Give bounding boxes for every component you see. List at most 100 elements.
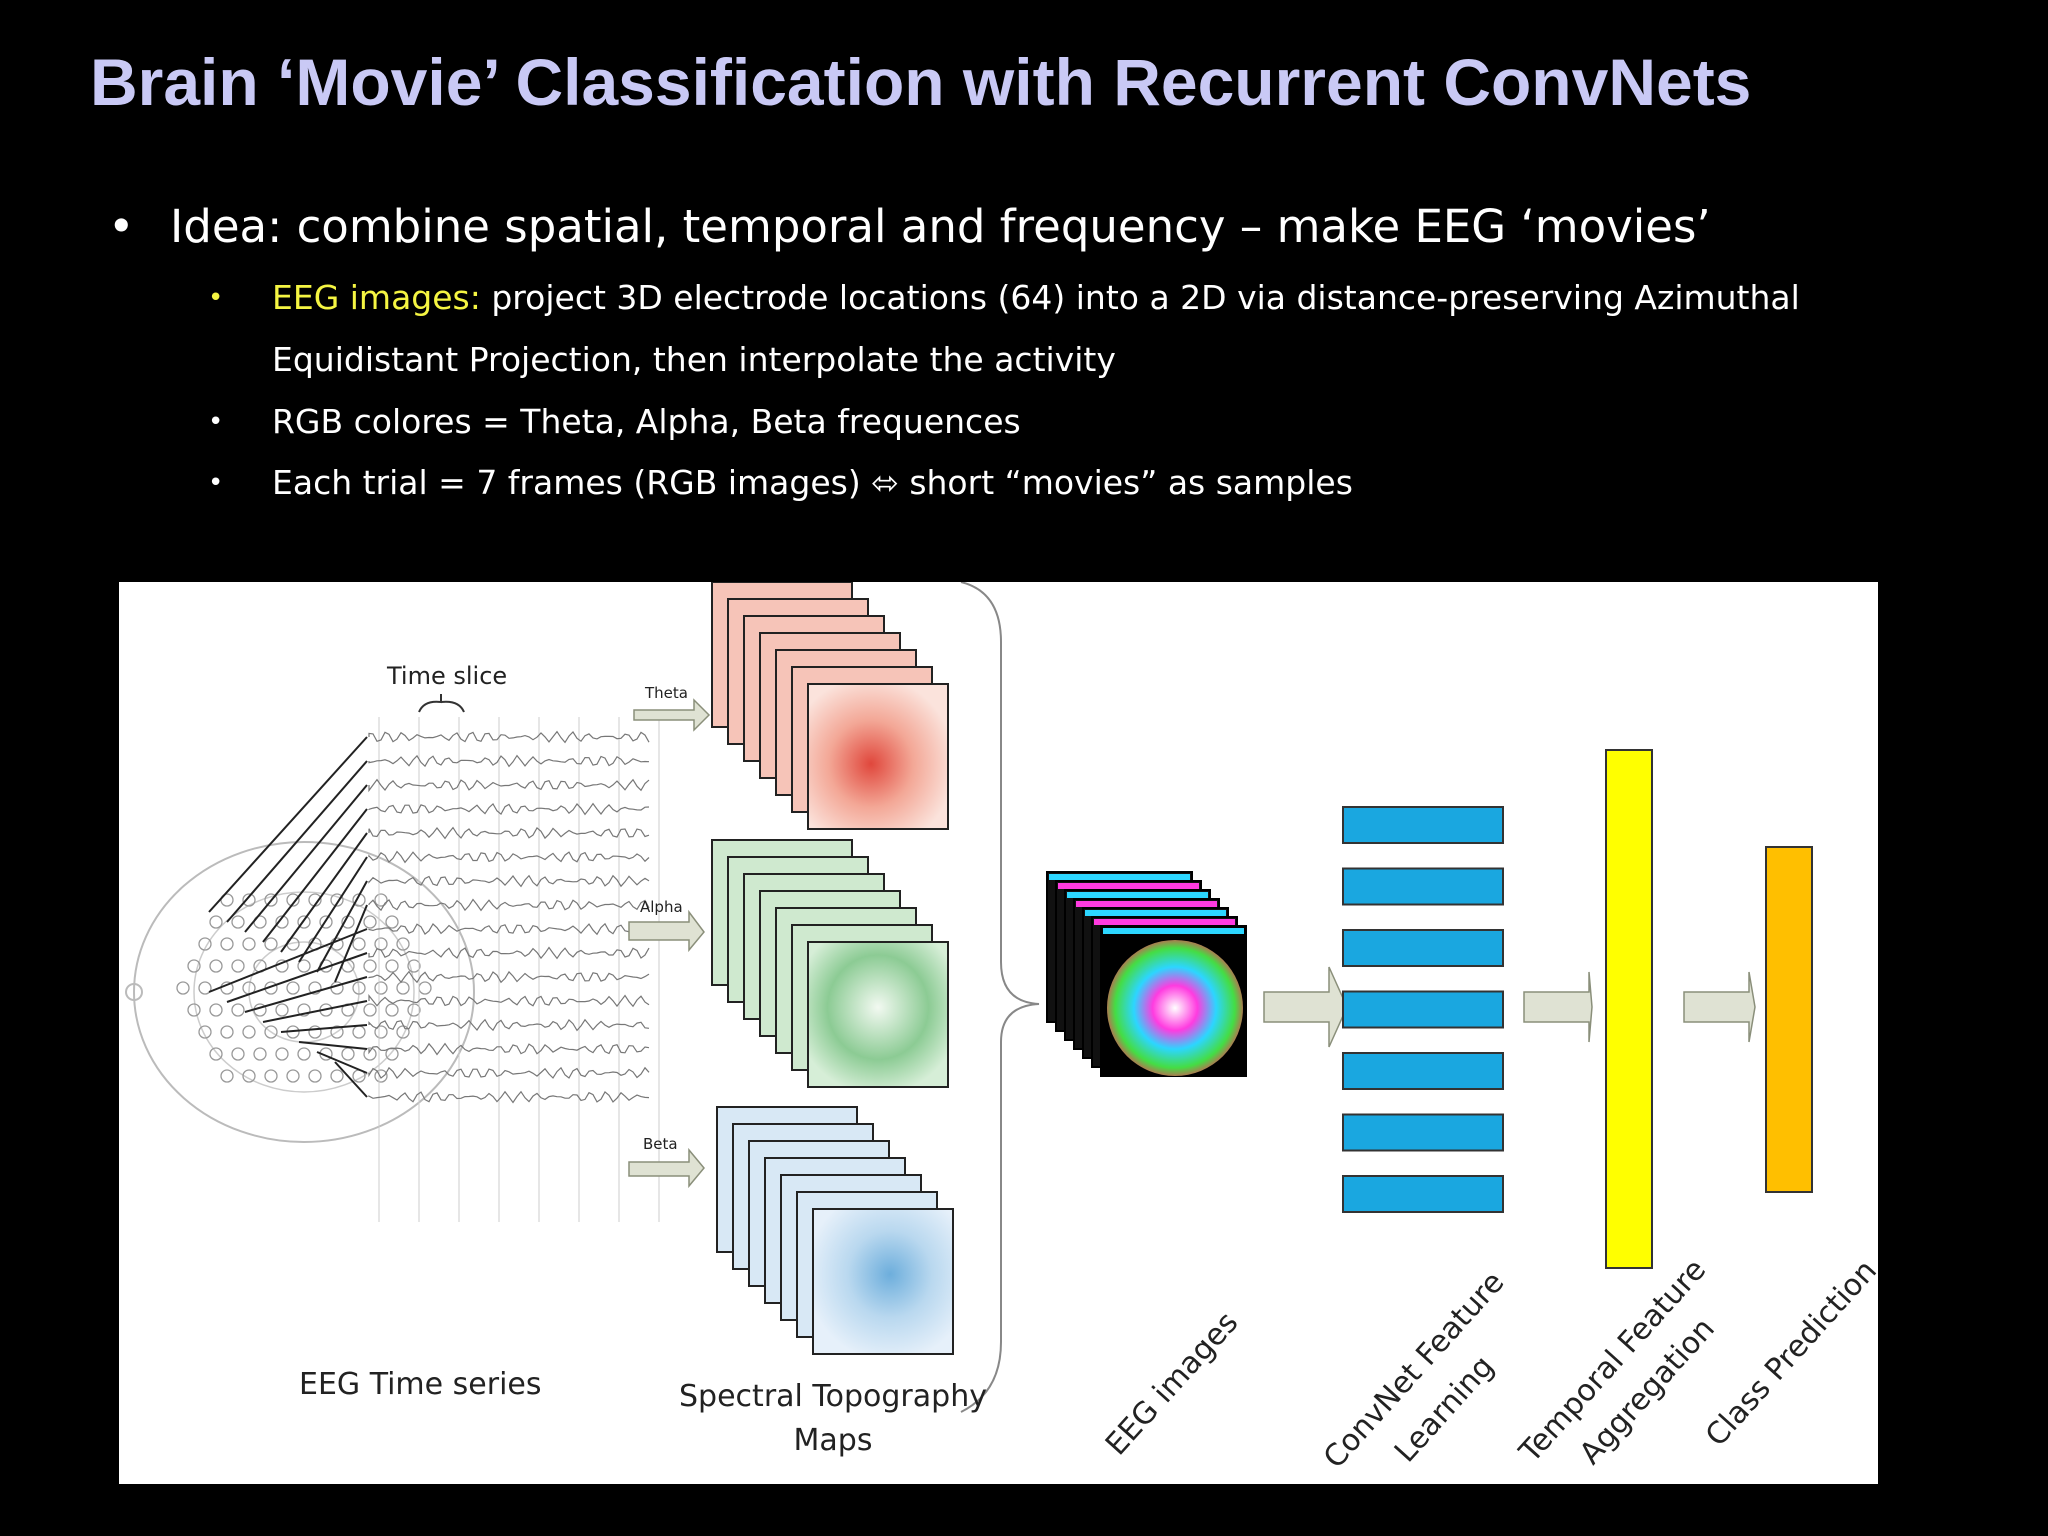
theta-label: Theta [644, 684, 688, 702]
electrode [198, 937, 212, 951]
eeg-time-series: Time slice [368, 662, 660, 1222]
eeg-images-text-line2: Equidistant Projection, then interpolate… [272, 340, 1116, 379]
eeg-trace [368, 1090, 650, 1104]
electrode [308, 981, 322, 995]
electrode [198, 981, 212, 995]
connection-line [244, 784, 368, 933]
bullet-idea-text: Idea: combine spatial, temporal and freq… [170, 200, 1711, 253]
eeg-frame-edge [1076, 901, 1217, 907]
electrode [297, 1003, 311, 1017]
connection-line [226, 760, 368, 923]
electrode [264, 1025, 278, 1039]
electrode [275, 1047, 289, 1061]
connection-line [244, 976, 368, 1013]
eeg-trace [368, 922, 650, 936]
electrode [220, 1069, 234, 1083]
eeg-trace [368, 730, 650, 744]
eeg-topomap [1107, 940, 1243, 1076]
eeg-trace [368, 898, 650, 912]
bullet-trial-text: Each trial = 7 frames (RGB images) ⬄ sho… [272, 463, 1353, 502]
electrode [385, 1003, 399, 1017]
convnet-block-stack [1342, 806, 1504, 1213]
connection-line [262, 1000, 368, 1023]
eeg-trace [368, 1042, 650, 1056]
eeg-time-series-label: EEG Time series [299, 1367, 542, 1402]
map-frame [812, 1208, 954, 1355]
eeg-trace [368, 850, 650, 864]
electrode [231, 1047, 245, 1061]
electrode [297, 1047, 311, 1061]
bullet-marker: • [208, 283, 224, 313]
convnet-block [1342, 929, 1504, 967]
electrode [242, 937, 256, 951]
electrode [374, 981, 388, 995]
class-prediction-label: Class Prediction [1699, 1253, 1878, 1453]
temporal-aggregation-bar [1605, 749, 1653, 1269]
pipeline-diagram: Time slice Theta Alpha Beta [125, 582, 1878, 1475]
eeg-images-label: EEG images: [272, 278, 481, 317]
bullet-marker: • [208, 468, 224, 498]
electrode [231, 915, 245, 929]
connection-line [262, 808, 368, 943]
eeg-trace [368, 754, 650, 768]
connection-line [316, 1051, 368, 1074]
electrode [209, 1047, 223, 1061]
alpha-label: Alpha [640, 898, 683, 916]
connection-line [226, 952, 368, 1003]
electrode [385, 915, 399, 929]
electrode [308, 1025, 322, 1039]
electrode [352, 981, 366, 995]
connection-line [298, 856, 368, 963]
electrode [319, 915, 333, 929]
convnet-block [1342, 1052, 1504, 1090]
eeg-trace [368, 778, 650, 793]
electrode [297, 915, 311, 929]
electrode-connection-lines [208, 736, 368, 1098]
electrode [242, 893, 256, 907]
electrode [330, 1069, 344, 1083]
electrode [231, 1003, 245, 1017]
bullet-marker: • [108, 200, 135, 253]
electrode [275, 915, 289, 929]
electrode [264, 893, 278, 907]
map-frame [807, 941, 949, 1088]
theta-map-stack [711, 582, 949, 830]
convnet-block [1342, 1175, 1504, 1213]
electrode [374, 893, 388, 907]
connection-line [280, 832, 368, 953]
electrode [407, 1003, 421, 1017]
beta-label: Beta [643, 1135, 678, 1153]
spectral-maps-label-line2: Maps [794, 1423, 873, 1458]
alpha-arrow: Alpha [628, 898, 705, 953]
electrode [264, 937, 278, 951]
connection-line [298, 1041, 368, 1050]
connection-line [208, 736, 368, 913]
slide-title: Brain ‘Movie’ Classification with Recurr… [90, 45, 1752, 119]
electrode-head [125, 841, 475, 1143]
electrode [418, 981, 432, 995]
eeg-frame-edge [1049, 874, 1190, 880]
spectral-maps-label-line1: Spectral Topography [679, 1379, 987, 1414]
beta-map-stack [716, 1106, 954, 1355]
electrode [264, 1069, 278, 1083]
electrode [396, 937, 410, 951]
eeg-frame-edge [1103, 928, 1244, 934]
eeg-trace [368, 1066, 650, 1079]
electrode [242, 1069, 256, 1083]
electrode [286, 1069, 300, 1083]
electrode [385, 959, 399, 973]
electrode [374, 1069, 388, 1083]
arrow-to-temporal [1523, 971, 1593, 1043]
eeg-trace [368, 826, 650, 840]
eeg-frame-edge [1085, 910, 1226, 916]
electrode [363, 1003, 377, 1017]
eeg-trace [368, 802, 650, 816]
eeg-frame-edge [1067, 892, 1208, 898]
electrode [220, 937, 234, 951]
connection-line [334, 1061, 368, 1098]
connection-line [280, 1024, 368, 1033]
arrow-to-class [1683, 971, 1756, 1043]
connection-line [208, 928, 368, 993]
pipeline-figure: Time slice Theta Alpha Beta [119, 582, 1878, 1484]
electrode [176, 981, 190, 995]
